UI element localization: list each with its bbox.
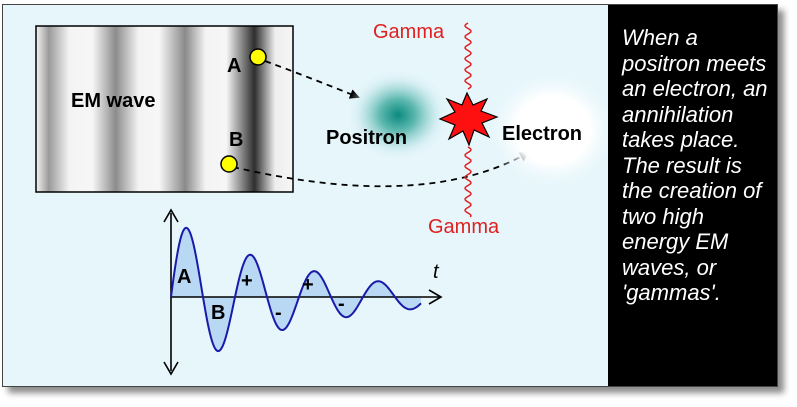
path-b-to-electron [232, 152, 530, 188]
graph-label-minus-2: - [338, 293, 345, 315]
point-b-marker [220, 155, 238, 173]
t-axis-arrow [428, 289, 443, 305]
y-axis-arrow-down [163, 361, 179, 376]
graph-label-a: A [177, 266, 191, 288]
y-axis-arrow-up [163, 208, 179, 223]
graph-label-plus-2: + [302, 274, 314, 296]
electron-glow [485, 68, 608, 192]
em-wave-label: EM wave [71, 90, 155, 112]
annihilation-diagram: EM wave A B Positron Electron Gamma Gamm… [35, 21, 608, 376]
t-axis-label: t [433, 261, 440, 283]
caption-text: When a positron meets an electron, an an… [622, 25, 768, 305]
wave-line [170, 226, 422, 353]
path-a-to-positron [264, 60, 360, 99]
point-a-label: A [227, 55, 241, 77]
positron-label: Positron [326, 127, 407, 149]
point-a-marker [249, 48, 267, 66]
annihilation-burst-icon [438, 91, 499, 147]
electron-label: Electron [502, 123, 582, 145]
positron-glow [346, 69, 450, 161]
gamma-ray-up [464, 22, 472, 90]
graph-label-plus-1: + [241, 270, 253, 292]
damped-wave-graph: t A B + - + - [163, 208, 443, 376]
graph-label-minus-1: - [275, 302, 282, 324]
diagram-frame: EM wave A B Positron Electron Gamma Gamm… [2, 4, 778, 387]
gamma-ray-down [464, 146, 472, 218]
graph-label-b: B [211, 302, 225, 324]
point-b-label: B [229, 129, 243, 151]
gamma-label-bottom: Gamma [428, 216, 500, 238]
wave-area [171, 227, 421, 352]
gamma-label-top: Gamma [373, 21, 445, 43]
caption-panel: When a positron meets an electron, an an… [608, 5, 777, 386]
